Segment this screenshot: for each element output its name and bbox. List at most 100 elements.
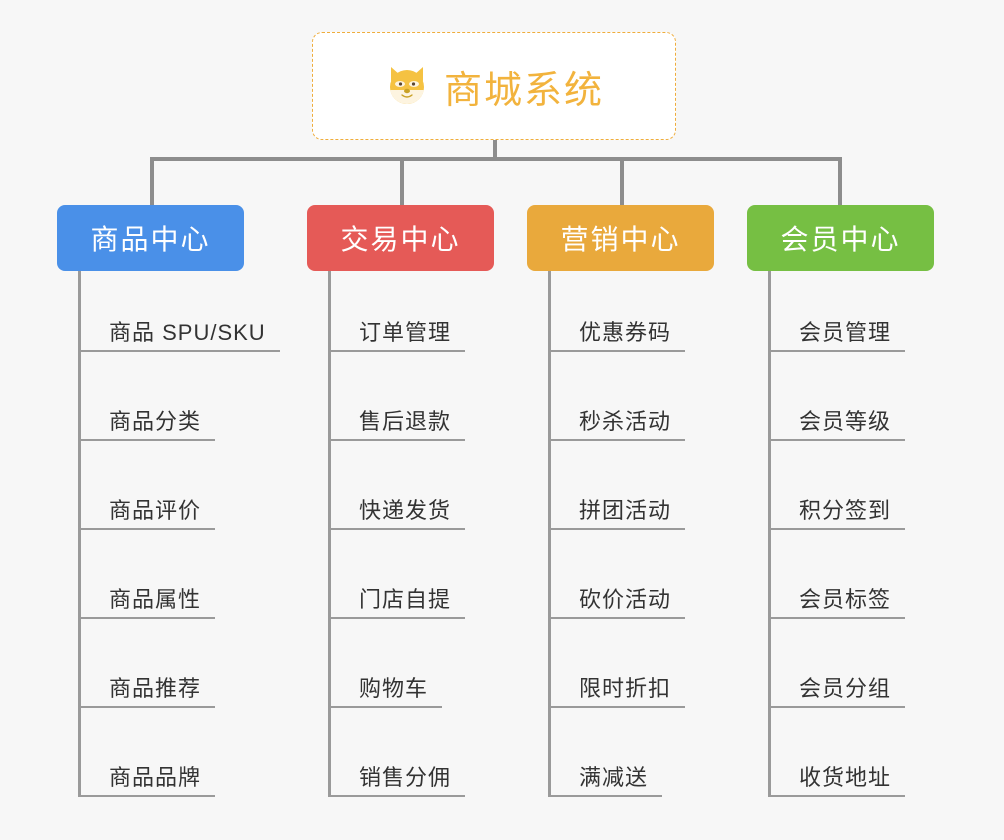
list-item[interactable]: 优惠券码 — [527, 271, 714, 360]
leaf-underline — [768, 350, 906, 352]
leaf-underline — [328, 350, 466, 352]
root-node-shop-system[interactable]: 商城系统 — [312, 32, 676, 140]
leaf-label: 商品评价 — [109, 498, 202, 523]
category-header-product[interactable]: 商品中心 — [57, 205, 244, 271]
list-item[interactable]: 销售分佣 — [307, 716, 494, 805]
leaf-underline — [768, 528, 906, 530]
list-item[interactable]: 商品 SPU/SKU — [57, 271, 280, 360]
list-item[interactable]: 会员分组 — [747, 627, 934, 716]
leaf-underline — [548, 617, 686, 619]
branch-spine — [328, 271, 331, 797]
list-item[interactable]: 积分签到 — [747, 449, 934, 538]
root-title: 商城系统 — [443, 69, 604, 112]
leaf-label: 会员管理 — [799, 320, 892, 345]
list-item[interactable]: 门店自提 — [307, 538, 494, 627]
list-item[interactable]: 会员标签 — [747, 538, 934, 627]
leaf-underline — [548, 795, 663, 797]
list-item[interactable]: 商品评价 — [57, 449, 244, 538]
leaf-label: 砍价活动 — [579, 587, 672, 612]
leaf-underline — [768, 706, 906, 708]
branch-trade: 订单管理 售后退款 快递发货 门店自提 购物车 销售分佣 — [307, 271, 494, 805]
list-item[interactable]: 商品分类 — [57, 360, 244, 449]
leaf-label: 满减送 — [579, 765, 649, 790]
leaf-underline — [328, 706, 443, 708]
leaf-label: 售后退款 — [359, 409, 452, 434]
list-item[interactable]: 会员等级 — [747, 360, 934, 449]
leaf-underline — [78, 706, 216, 708]
leaf-underline — [768, 439, 906, 441]
leaf-label: 购物车 — [359, 676, 429, 701]
leaf-label: 积分签到 — [799, 498, 892, 523]
connector-horizontal-bus — [150, 157, 842, 161]
leaf-underline — [328, 528, 466, 530]
list-item[interactable]: 收货地址 — [747, 716, 934, 805]
category-header-label: 商品中心 — [90, 224, 211, 255]
branch-member: 会员管理 会员等级 积分签到 会员标签 会员分组 收货地址 — [747, 271, 934, 805]
leaf-underline — [548, 528, 686, 530]
leaf-label: 商品属性 — [109, 587, 202, 612]
list-item[interactable]: 限时折扣 — [527, 627, 714, 716]
leaf-underline — [78, 350, 280, 352]
leaf-underline — [328, 439, 466, 441]
list-item[interactable]: 商品属性 — [57, 538, 244, 627]
leaf-label: 门店自提 — [359, 587, 452, 612]
list-item[interactable]: 秒杀活动 — [527, 360, 714, 449]
branch-spine — [78, 271, 81, 797]
leaf-label: 限时折扣 — [579, 676, 672, 701]
leaf-label: 快递发货 — [359, 498, 452, 523]
list-item[interactable]: 满减送 — [527, 716, 714, 805]
leaf-underline — [328, 795, 466, 797]
branch-spine — [768, 271, 771, 797]
leaf-label: 商品品牌 — [109, 765, 202, 790]
leaf-label: 会员标签 — [799, 587, 892, 612]
connector-drop-3 — [620, 157, 624, 207]
leaf-underline — [548, 706, 686, 708]
list-item[interactable]: 购物车 — [307, 627, 494, 716]
category-column-member: 会员中心 会员管理 会员等级 积分签到 会员标签 会员分组 — [747, 205, 934, 805]
leaf-label: 销售分佣 — [359, 765, 452, 790]
leaf-underline — [78, 617, 216, 619]
leaf-underline — [548, 439, 686, 441]
leaf-underline — [548, 350, 686, 352]
leaf-label: 商品分类 — [109, 409, 202, 434]
branch-marketing: 优惠券码 秒杀活动 拼团活动 砍价活动 限时折扣 满减送 — [527, 271, 714, 805]
category-header-label: 交易中心 — [340, 224, 461, 255]
leaf-underline — [78, 795, 216, 797]
list-item[interactable]: 快递发货 — [307, 449, 494, 538]
list-item[interactable]: 砍价活动 — [527, 538, 714, 627]
leaf-label: 订单管理 — [359, 320, 452, 345]
category-column-trade: 交易中心 订单管理 售后退款 快递发货 门店自提 购物车 — [307, 205, 494, 805]
shiba-dog-icon — [384, 63, 430, 109]
category-header-label: 营销中心 — [560, 224, 681, 255]
category-header-marketing[interactable]: 营销中心 — [527, 205, 714, 271]
connector-drop-2 — [400, 157, 404, 207]
connector-root-stem — [493, 140, 497, 161]
leaf-label: 会员等级 — [799, 409, 892, 434]
list-item[interactable]: 售后退款 — [307, 360, 494, 449]
leaf-label: 商品 SPU/SKU — [109, 320, 266, 345]
leaf-underline — [78, 528, 216, 530]
connector-drop-1 — [150, 157, 154, 207]
category-column-marketing: 营销中心 优惠券码 秒杀活动 拼团活动 砍价活动 限时折扣 — [527, 205, 714, 805]
category-column-product: 商品中心 商品 SPU/SKU 商品分类 商品评价 商品属性 商品推荐 — [57, 205, 280, 805]
leaf-label: 会员分组 — [799, 676, 892, 701]
list-item[interactable]: 商品推荐 — [57, 627, 244, 716]
leaf-label: 商品推荐 — [109, 676, 202, 701]
category-header-label: 会员中心 — [780, 224, 901, 255]
category-header-trade[interactable]: 交易中心 — [307, 205, 494, 271]
category-header-member[interactable]: 会员中心 — [747, 205, 934, 271]
list-item[interactable]: 商品品牌 — [57, 716, 244, 805]
leaf-label: 秒杀活动 — [579, 409, 672, 434]
leaf-underline — [768, 617, 906, 619]
connector-drop-4 — [838, 157, 842, 207]
list-item[interactable]: 会员管理 — [747, 271, 934, 360]
leaf-underline — [768, 795, 906, 797]
list-item[interactable]: 订单管理 — [307, 271, 494, 360]
leaf-underline — [328, 617, 466, 619]
leaf-label: 优惠券码 — [579, 320, 672, 345]
leaf-underline — [78, 439, 216, 441]
leaf-label: 拼团活动 — [579, 498, 672, 523]
list-item[interactable]: 拼团活动 — [527, 449, 714, 538]
leaf-label: 收货地址 — [799, 765, 892, 790]
